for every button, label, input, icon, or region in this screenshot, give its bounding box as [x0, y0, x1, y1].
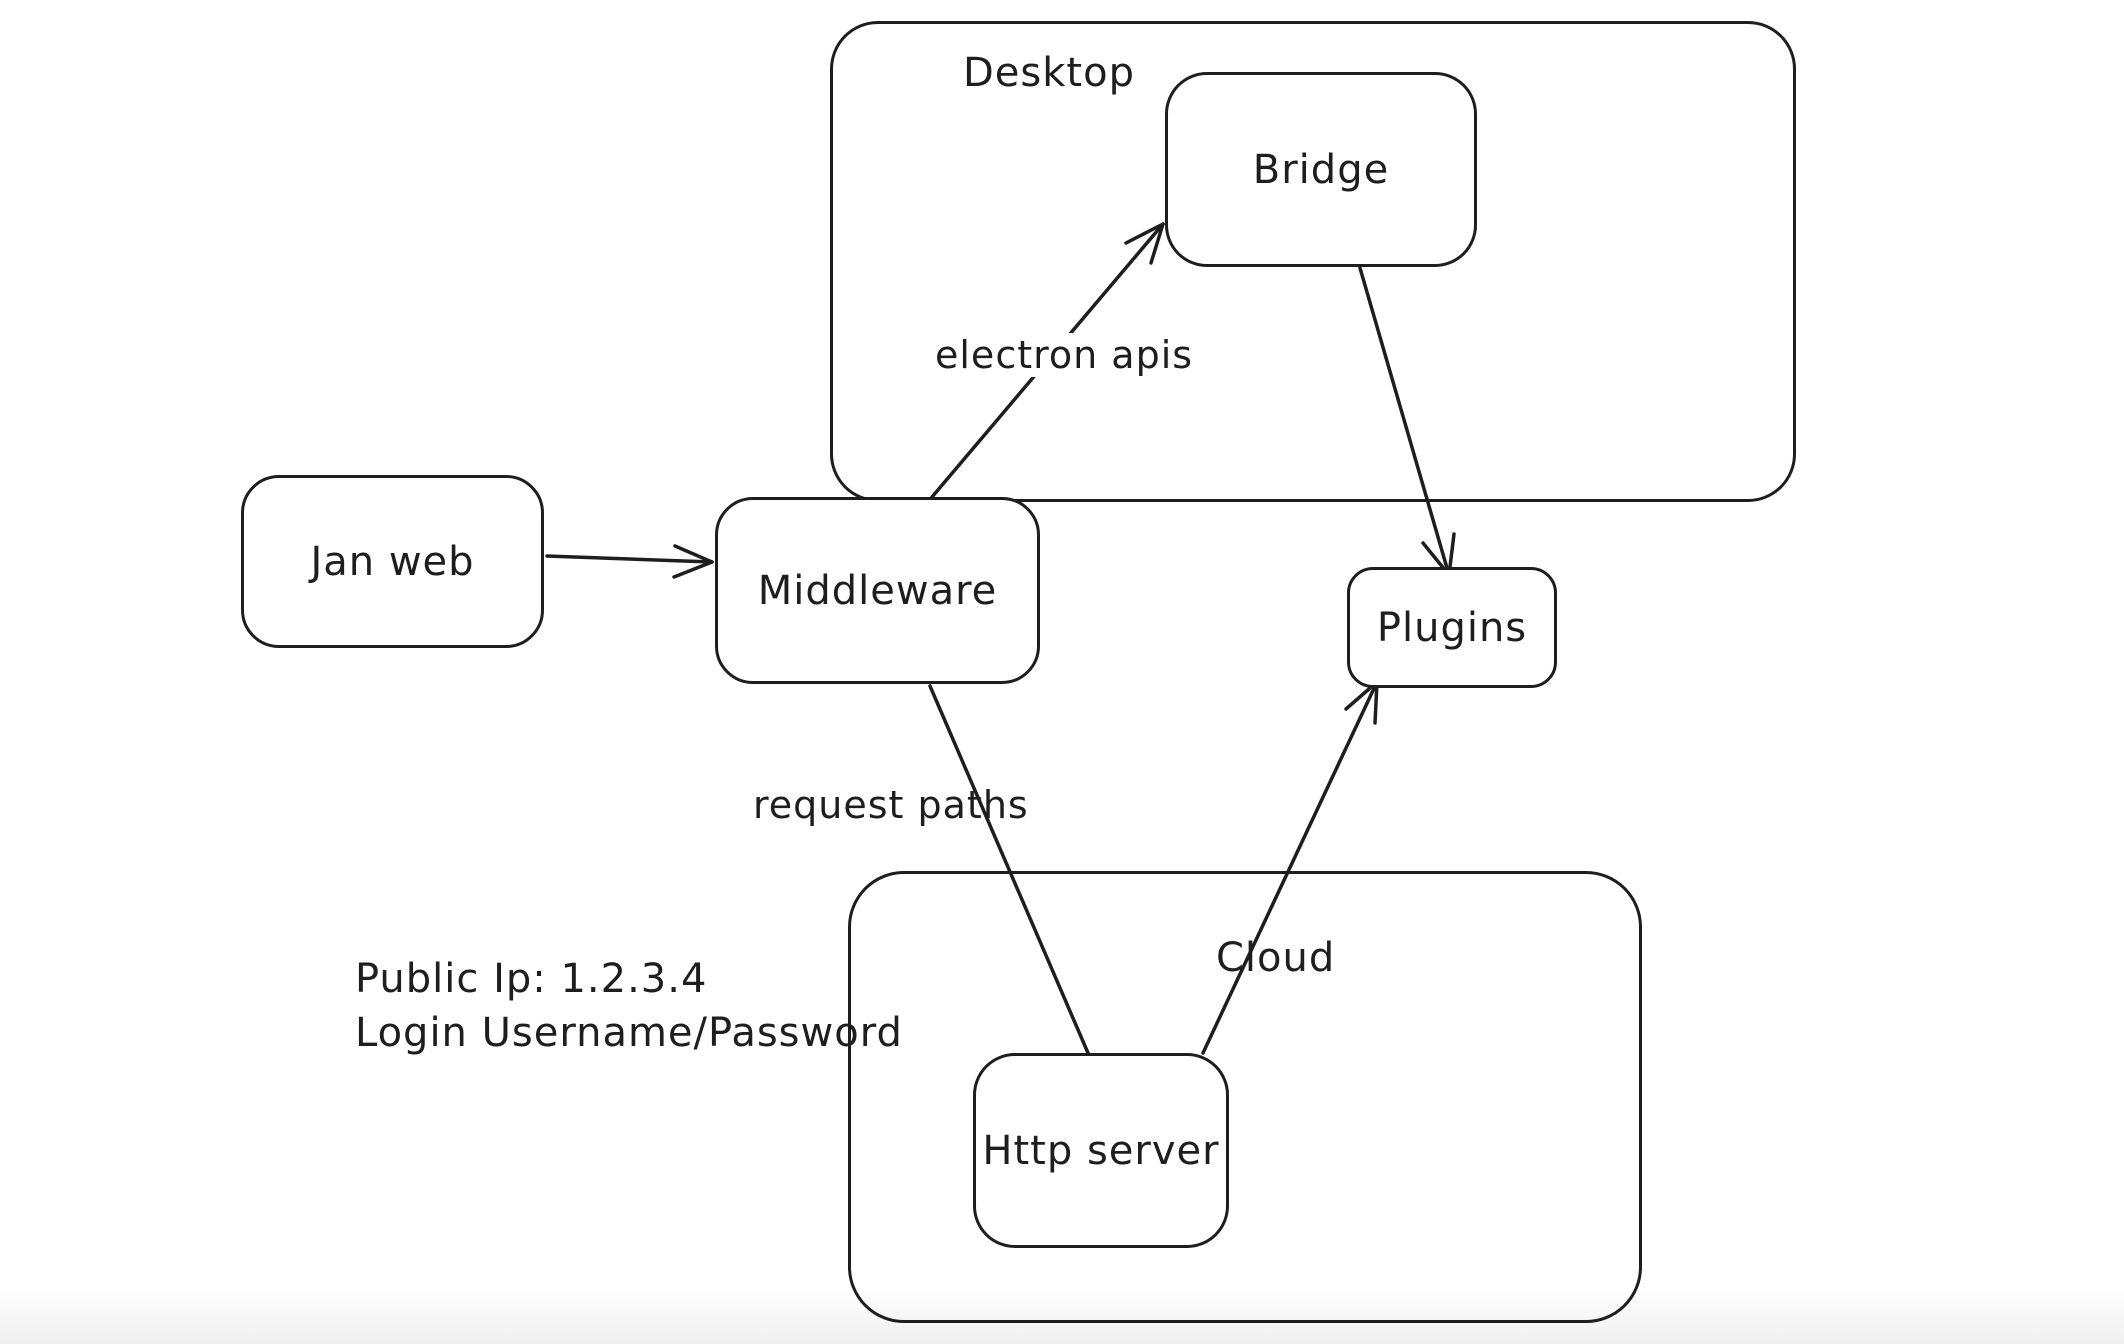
login-text: Login Username/Password [355, 1010, 903, 1056]
jan-web-label: Jan web [310, 538, 475, 585]
credentials-note[interactable]: Public Ip: 1.2.3.4 Login Username/Passwo… [355, 952, 903, 1060]
jan-web-node[interactable]: Jan web [241, 475, 544, 648]
desktop-container[interactable] [830, 21, 1796, 502]
http-server-label: Http server [982, 1127, 1220, 1174]
edge-httpserver-to-plugins[interactable] [1201, 680, 1379, 1055]
middleware-node[interactable]: Middleware [715, 497, 1040, 684]
bridge-node[interactable]: Bridge [1165, 72, 1477, 267]
plugins-label: Plugins [1376, 604, 1528, 651]
plugins-node[interactable]: Plugins [1347, 567, 1557, 688]
public-ip-text: Public Ip: 1.2.3.4 [355, 956, 708, 1002]
request-paths-edge-label[interactable]: request paths [753, 783, 1029, 827]
desktop-container-label[interactable]: Desktop [963, 50, 1135, 96]
cloud-container-label[interactable]: Cloud [1216, 935, 1336, 981]
edge-bridge-to-plugins[interactable] [1358, 266, 1456, 577]
http-server-node[interactable]: Http server [973, 1053, 1229, 1248]
electron-apis-edge-label[interactable]: electron apis [927, 333, 1202, 377]
edge-middleware-to-httpserver[interactable] [928, 684, 1090, 1055]
bridge-label: Bridge [1252, 146, 1390, 193]
cloud-container[interactable] [848, 871, 1642, 1323]
edge-janweb-to-middleware[interactable] [545, 544, 714, 579]
middleware-label: Middleware [757, 567, 998, 614]
